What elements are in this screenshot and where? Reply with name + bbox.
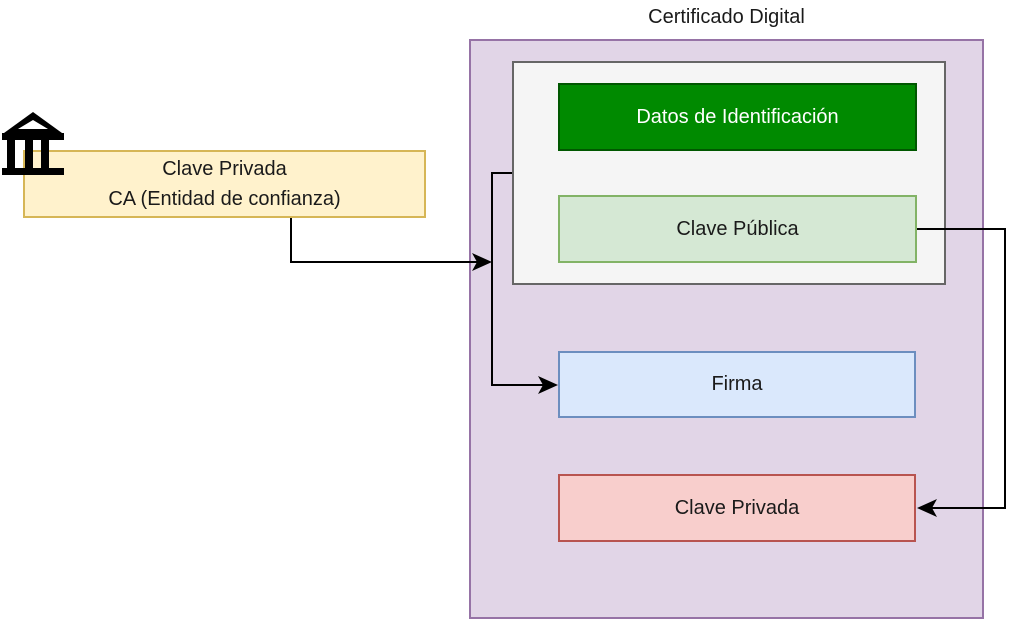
node-clave-publica: Clave Pública	[558, 195, 917, 263]
node-datos-identificacion: Datos de Identificación	[558, 83, 917, 151]
edge-group-to-firma	[491, 172, 546, 386]
arrowhead-icon	[472, 253, 492, 271]
node-clave-privada: Clave Privada	[558, 474, 916, 542]
ca-label-line1: Clave Privada	[162, 158, 287, 180]
container-title: Certificado Digital	[648, 6, 805, 28]
arrowhead-icon	[538, 376, 558, 394]
node-ca: Clave Privada CA (Entidad de confianza)	[23, 150, 426, 218]
node-firma: Firma	[558, 351, 916, 418]
edge-publica-to-privada	[917, 228, 1006, 509]
arrowhead-icon	[917, 499, 937, 517]
bank-building-icon	[2, 112, 64, 175]
edge-ca-to-group	[290, 218, 484, 263]
ca-label-line2: CA (Entidad de confianza)	[108, 188, 341, 210]
